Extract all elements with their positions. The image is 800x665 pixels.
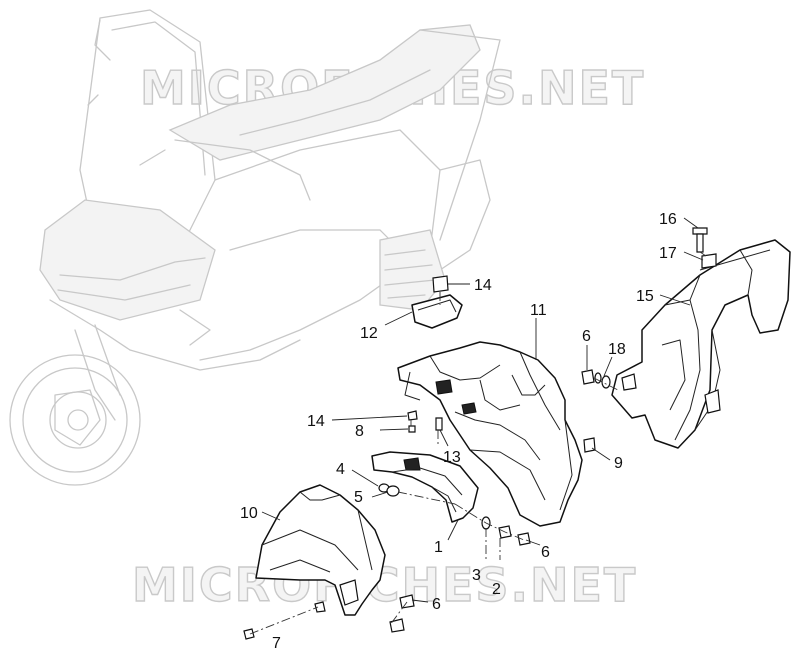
callout-16: 16 [659,211,677,228]
callout-11: 9 [614,455,623,472]
callout-18: 18 [608,341,626,358]
callout-4: 4 [336,461,345,478]
callout-6-rear: 6 [582,328,591,345]
callout-7: 7 [272,635,281,652]
callout-14-mid: 14 [307,413,325,430]
callout-10: 8 [355,423,364,440]
callout-9: 11 [530,302,547,319]
scooter-ghost-outline [9,9,501,486]
callout-1: 1 [434,539,443,556]
part-mount-bracket [371,451,479,523]
hardware [243,227,717,640]
callout-6-lower: 6 [432,596,441,613]
assembly-lines [249,251,707,635]
callout-13: 13 [443,449,461,466]
callout-3: 3 [472,567,481,584]
callout-6-right: 6 [541,544,550,561]
callout-17: 17 [659,245,677,262]
callout-5: 5 [354,489,363,506]
callout-8: 10 [240,505,258,522]
part-front-mudguard [255,484,386,616]
part-small-cover [411,294,463,329]
callout-2: 2 [492,581,501,598]
part-splash-guard [397,341,583,527]
leader-lines [261,217,704,603]
callout-12: 12 [360,325,378,342]
part-rear-hugger [611,239,791,449]
callout-labels: 16 17 15 14 12 11 6 18 14 8 13 9 4 5 10 … [240,211,677,652]
callout-14-top: 14 [474,277,492,294]
watermark-bottom: MICROFICHES.NET [132,558,637,612]
callout-15: 15 [636,288,654,305]
